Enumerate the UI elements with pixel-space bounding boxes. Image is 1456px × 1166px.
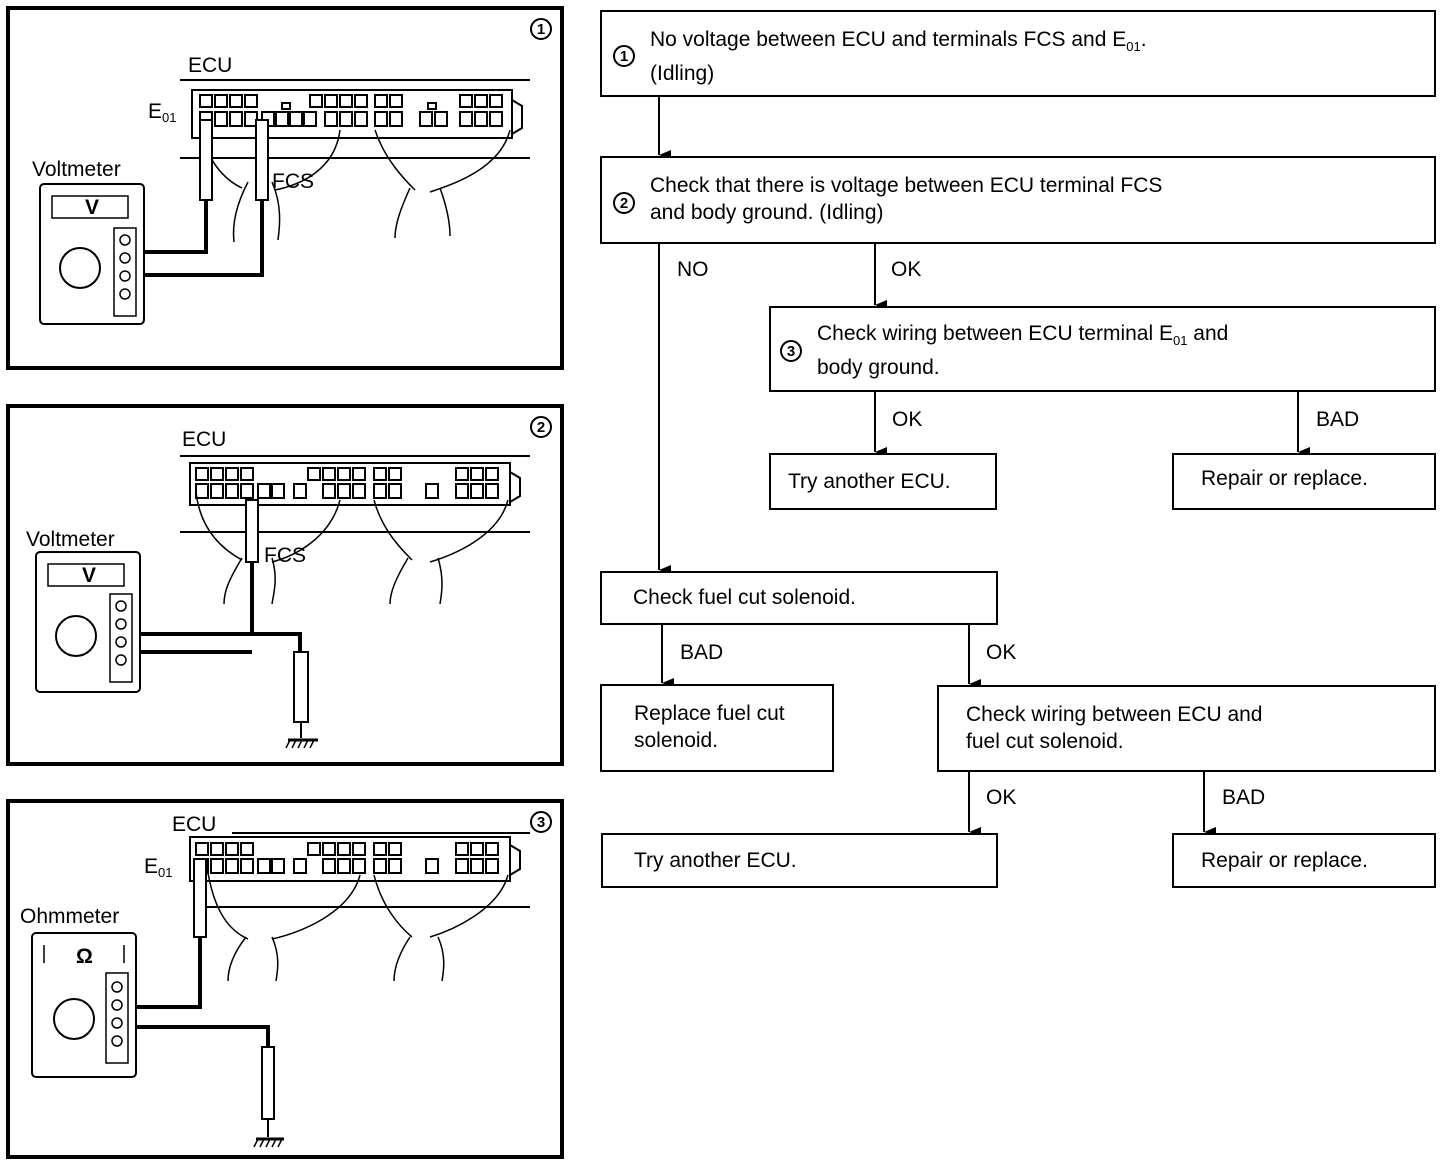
step1-box: 1 No voltage between ECU and terminals F… (600, 10, 1436, 97)
step1-text-line2: (Idling) (650, 62, 715, 86)
ecu-label: ECU (182, 428, 226, 451)
panel-number: 1 (530, 18, 552, 40)
branch-label-bad: BAD (1222, 786, 1266, 809)
check-wiring-solenoid-box: Check wiring between ECU and fuel cut so… (937, 685, 1436, 772)
ecu-voltmeter-illustration-2: ECU Voltmeter V FCS (26, 428, 530, 749)
step2-text: Check that there is voltage between ECU … (650, 174, 1163, 197)
check-fuel-cut-solenoid-text: Check fuel cut solenoid. (633, 586, 856, 609)
ecu-ohmmeter-illustration-3: ECU Ohmmeter Ω E01 (20, 813, 530, 1148)
step1-text: No voltage between ECU and terminals FCS… (650, 28, 1147, 55)
branch-label-bad: BAD (1316, 408, 1360, 431)
branch-label-ok: OK (986, 786, 1017, 809)
ecu-voltmeter-illustration-1: ECU Voltmeter V E01 FCS (32, 54, 530, 325)
step3-text: Check wiring between ECU terminal E01 an… (817, 322, 1229, 349)
try-another-ecu-text: Try another ECU. (634, 849, 797, 872)
check-fuel-cut-solenoid-box: Check fuel cut solenoid. (600, 571, 998, 625)
step3-box: 3 Check wiring between ECU terminal E01 … (769, 306, 1436, 392)
panel-number: 3 (530, 811, 552, 833)
meter-symbol: V (82, 564, 96, 587)
step3-text-line2: body ground. (817, 356, 940, 380)
ecu-label: ECU (172, 813, 216, 836)
panel-number: 2 (530, 416, 552, 438)
branch-label-ok: OK (892, 408, 923, 431)
meter-label: Voltmeter (32, 158, 121, 181)
step-number: 3 (780, 340, 802, 362)
svg-text:E01: E01 (148, 100, 176, 125)
ecu-label: ECU (188, 54, 232, 77)
meter-label: Ohmmeter (20, 905, 119, 928)
panel-voltmeter-fcs-ground: ECU Voltmeter V FCS 2 (6, 404, 564, 766)
meter-symbol: V (85, 196, 99, 219)
replace-fuel-cut-solenoid-box: Replace fuel cut solenoid. (600, 684, 834, 772)
step2-box: 2 Check that there is voltage between EC… (600, 156, 1436, 244)
repair-or-replace-text: Repair or replace. (1201, 849, 1368, 872)
step-number: 1 (613, 45, 635, 67)
replace-solenoid-text: Replace fuel cut (634, 702, 785, 725)
branch-label-bad: BAD (680, 641, 724, 664)
terminal-fcs-label: FCS (264, 544, 306, 567)
panel-voltmeter-e01-fcs: ECU Voltmeter V E01 FCS 1 (6, 6, 564, 370)
repair-or-replace-box-2: Repair or replace. (1172, 833, 1436, 888)
branch-label-ok: OK (986, 641, 1017, 664)
check-wiring-solenoid-text-line2: fuel cut solenoid. (966, 730, 1124, 753)
replace-solenoid-text-line2: solenoid. (634, 729, 719, 752)
panel-ohmmeter-e01-ground: ECU Ohmmeter Ω E01 3 (6, 799, 564, 1159)
branch-label-no: NO (677, 258, 709, 281)
terminal-e01-label: E (148, 100, 162, 123)
try-another-ecu-box-1: Try another ECU. (769, 453, 997, 510)
terminal-e01-label: E (144, 855, 158, 878)
check-wiring-solenoid-text: Check wiring between ECU and (966, 703, 1263, 726)
meter-symbol: Ω (76, 945, 93, 968)
step2-text-line2: and body ground. (Idling) (650, 201, 884, 224)
repair-or-replace-box-1: Repair or replace. (1172, 453, 1436, 510)
try-another-ecu-box-2: Try another ECU. (601, 833, 998, 888)
try-another-ecu-text: Try another ECU. (788, 470, 951, 493)
terminal-fcs-label: FCS (272, 170, 314, 193)
repair-or-replace-text: Repair or replace. (1201, 467, 1368, 490)
svg-text:E01: E01 (144, 855, 172, 880)
step-number: 2 (613, 192, 635, 214)
branch-label-ok: OK (891, 258, 922, 281)
meter-label: Voltmeter (26, 528, 115, 551)
